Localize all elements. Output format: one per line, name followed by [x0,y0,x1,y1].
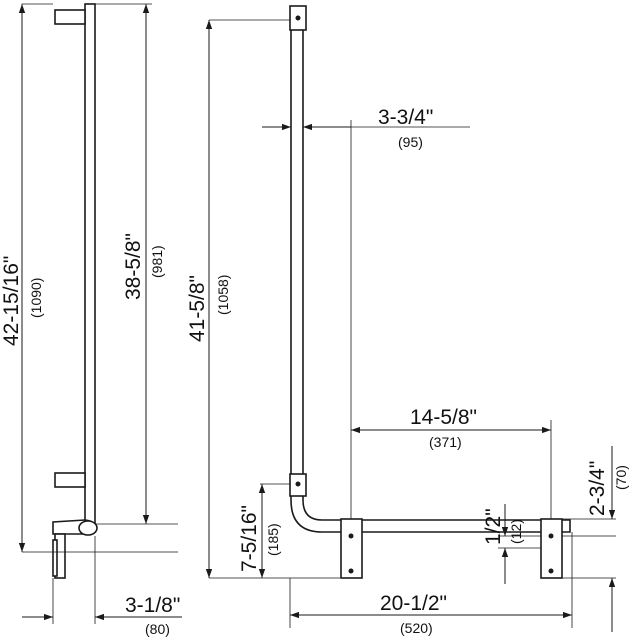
dim-bend-height-inch: 7-5/16" [238,505,261,572]
dim-bend-height-mm: (185) [265,523,281,556]
dim-horizontal-span: 14-5/8" (371) [351,406,551,450]
dim-side-projection-inch: 3-1/8" [125,594,180,617]
dim-hole-offset-mm: (12) [508,519,524,544]
dim-overall-height-mm: (1090) [28,278,44,318]
side-vertical-bar [84,3,96,525]
dim-flange-height-mm: (70) [613,465,629,490]
dim-side-projection: 3-1/8" (80) [22,536,182,637]
floor-flange-right-hole-bottom-icon [548,568,554,574]
floor-flange-right-hole-top-icon [548,533,554,539]
side-lower-bracket [54,472,86,488]
dim-overall-width-inch: 20-1/2" [380,592,447,615]
dim-side-projection-mm: (80) [145,621,170,637]
dim-horizontal-span-mm: (371) [429,434,462,450]
dim-overall-width-mm: (520) [400,620,433,636]
side-foot-knob [78,520,98,536]
top-flange-hole-icon [295,15,301,21]
side-base-plate [52,539,58,577]
floor-flange-right [540,518,563,579]
dim-bar-offset: 3-3/4" (95) [262,106,470,150]
floor-flange-left-hole-bottom-icon [348,568,354,574]
side-view [22,3,178,579]
side-top-bracket [54,9,86,25]
dim-bar-offset-mm: (95) [398,134,423,150]
floor-flange-left-hole-top-icon [348,533,354,539]
dim-flange-height-inch: 2-3/4" [586,461,609,516]
dim-vertical-leg-mm: (1058) [215,275,231,315]
dim-bar-length-inch: 38-5/8" [122,233,145,300]
floor-flange-left [340,518,363,579]
dim-bar-length: 38-5/8" (981) [122,4,165,524]
dim-overall-height: 42-15/16" (1090) [0,3,53,552]
dim-overall-width: 20-1/2" (520) [290,592,572,636]
dim-bar-offset-inch: 3-3/4" [378,106,433,129]
dim-vertical-leg-inch: 41-5/8" [186,275,209,342]
dim-bar-length-mm: (981) [149,245,165,278]
dim-flange-height: 2-3/4" (70) [586,446,629,632]
dim-bend-height: 7-5/16" (185) [238,484,281,578]
dim-horizontal-span-inch: 14-5/8" [410,406,477,429]
front-view [289,5,571,579]
dim-hole-offset-inch: 1/2" [482,508,505,545]
grab-bar-tube [290,7,571,533]
dim-overall-height-inch: 42-15/16" [0,256,23,346]
dim-hole-offset: 1/2" (12) [482,504,524,584]
dim-vertical-leg: 41-5/8" (1058) [186,20,231,578]
bend-flange-hole-icon [295,481,301,487]
